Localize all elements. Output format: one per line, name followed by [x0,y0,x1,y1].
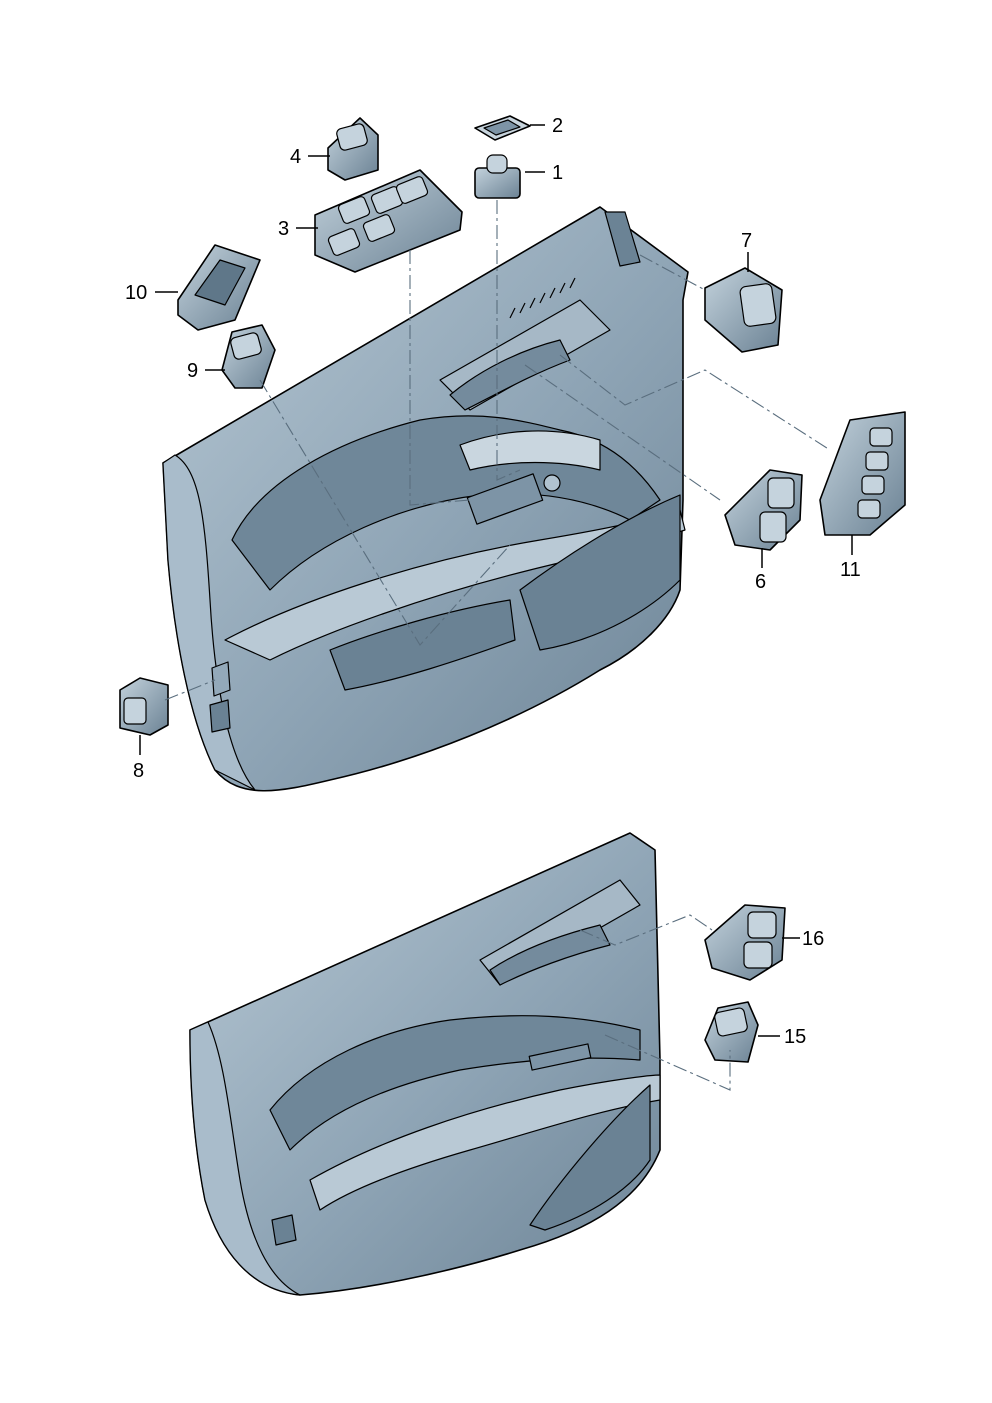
callout-16: 16 [782,928,824,950]
callout-4: 4 [290,146,330,168]
callout-3: 3 [278,218,318,240]
callout-label: 1 [552,162,563,184]
callout-label: 9 [187,360,198,382]
callout-label: 6 [755,571,766,593]
part-3-window-switch-block[interactable] [314,169,463,273]
callout-7: 7 [741,230,752,272]
callout-label: 16 [802,928,824,950]
callout-label: 15 [784,1026,806,1048]
callout-label: 10 [125,282,147,304]
callout-15: 15 [758,1026,806,1048]
callout-6: 6 [755,548,766,593]
callout-label: 3 [278,218,289,240]
part-9-window-switch[interactable] [221,324,276,389]
part-4-single-window-switch[interactable] [327,117,379,181]
callout-1: 1 [525,162,563,184]
callout-label: 2 [552,115,563,137]
part-2-mirror-switch-bezel[interactable] [474,115,531,141]
speaker-grille [509,277,576,319]
callout-label: 11 [840,559,861,581]
rear-door-trim-panel [189,832,661,1296]
part-16-switch[interactable] [704,904,786,981]
callout-label: 4 [290,146,301,168]
part-15-window-switch[interactable] [704,1001,759,1063]
callout-11: 11 [840,535,861,581]
callout-label: 7 [741,230,752,252]
callout-2: 2 [530,115,563,137]
callout-10: 10 [125,282,178,304]
part-7-switch[interactable] [704,267,783,353]
callout-label: 8 [133,760,144,782]
front-door-trim-panel [162,206,689,792]
part-1-mirror-switch[interactable] [474,154,521,199]
part-6-switch[interactable] [724,469,803,551]
callout-8: 8 [133,735,144,782]
part-11-memory-seat-switch[interactable] [819,411,906,536]
assembly-guide-lines [164,200,831,1091]
part-8-switch[interactable] [119,677,169,736]
callout-9: 9 [187,360,225,382]
part-10-switch-housing[interactable] [177,244,261,331]
